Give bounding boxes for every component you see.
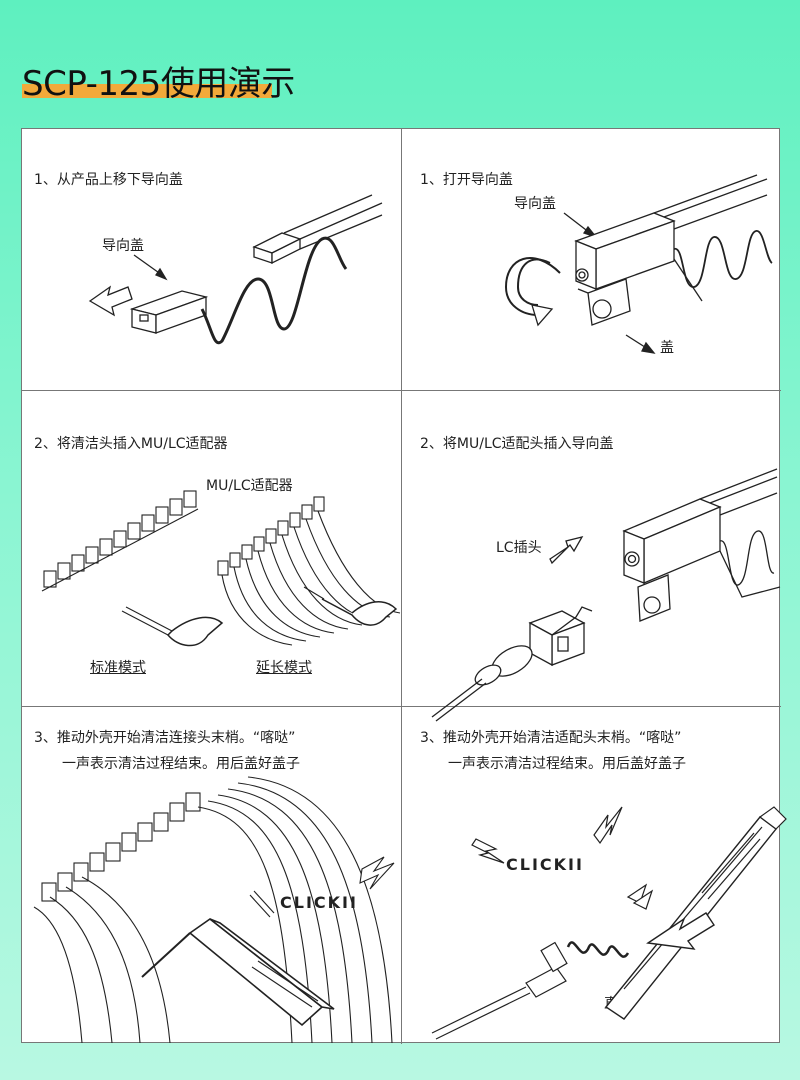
click-sound-label: CLICKII <box>506 855 584 874</box>
extended-mode-label: 延长模式 <box>256 660 312 676</box>
lc-plug-label: LC插头 <box>496 540 542 556</box>
insert-cleaner-illustration <box>41 490 401 647</box>
panel-5: 3、推动外壳开始清洁连接头末梢。“喀哒” 一声表示清洁过程结束。用后盖好盖子 C… <box>22 707 402 1044</box>
clean-adapter-illustration <box>431 806 787 1040</box>
panel-caption-line-2: 一声表示清洁过程结束。用后盖好盖子 <box>448 756 686 772</box>
panel-caption: 2、将MU/LC适配头插入导向盖 <box>420 436 614 452</box>
panel-2: 1、打开导向盖 导向盖 盖 <box>402 129 781 391</box>
panel-6: 3、推动外壳开始清洁适配头末梢。“喀哒” 一声表示清洁过程结束。用后盖好盖子 C… <box>402 707 787 1044</box>
guide-cover-label: 导向盖 <box>514 196 556 212</box>
standard-mode-label: 标准模式 <box>90 660 146 676</box>
panel-caption-line-2: 一声表示清洁过程结束。用后盖好盖子 <box>62 756 300 772</box>
open-guide-cover-illustration <box>504 174 773 354</box>
adapter-label: MU/LC适配器 <box>206 478 293 494</box>
panel-4: 2、将MU/LC适配头插入导向盖 LC插头 <box>402 391 781 722</box>
panel-caption: 1、打开导向盖 <box>420 172 513 188</box>
click-sound-label: CLICKII <box>280 893 358 912</box>
panel-1: 1、从产品上移下导向盖 导向盖 <box>22 129 402 391</box>
panel-caption-line-1: 3、推动外壳开始清洁适配头末梢。“喀哒” <box>420 730 682 746</box>
panel-caption: 1、从产品上移下导向盖 <box>34 172 183 188</box>
page-title: SCP-125使用演示 <box>22 64 295 104</box>
title-underline <box>22 84 272 98</box>
panel-3: 2、将清洁头插入MU/LC适配器 MU/LC适配器 标准模式 延长模式 <box>22 391 402 707</box>
instruction-grid: 1、从产品上移下导向盖 导向盖 <box>21 128 787 1044</box>
guide-cover-label: 导向盖 <box>102 238 144 254</box>
panel-caption: 2、将清洁头插入MU/LC适配器 <box>34 436 228 452</box>
cover-label: 盖 <box>660 340 674 356</box>
clean-connector-illustration <box>33 776 395 1044</box>
remove-guide-cover-illustration <box>88 194 383 345</box>
insert-adapter-illustration <box>431 468 781 722</box>
panel-caption-line-1: 3、推动外壳开始清洁连接头末梢。“喀哒” <box>34 730 296 746</box>
